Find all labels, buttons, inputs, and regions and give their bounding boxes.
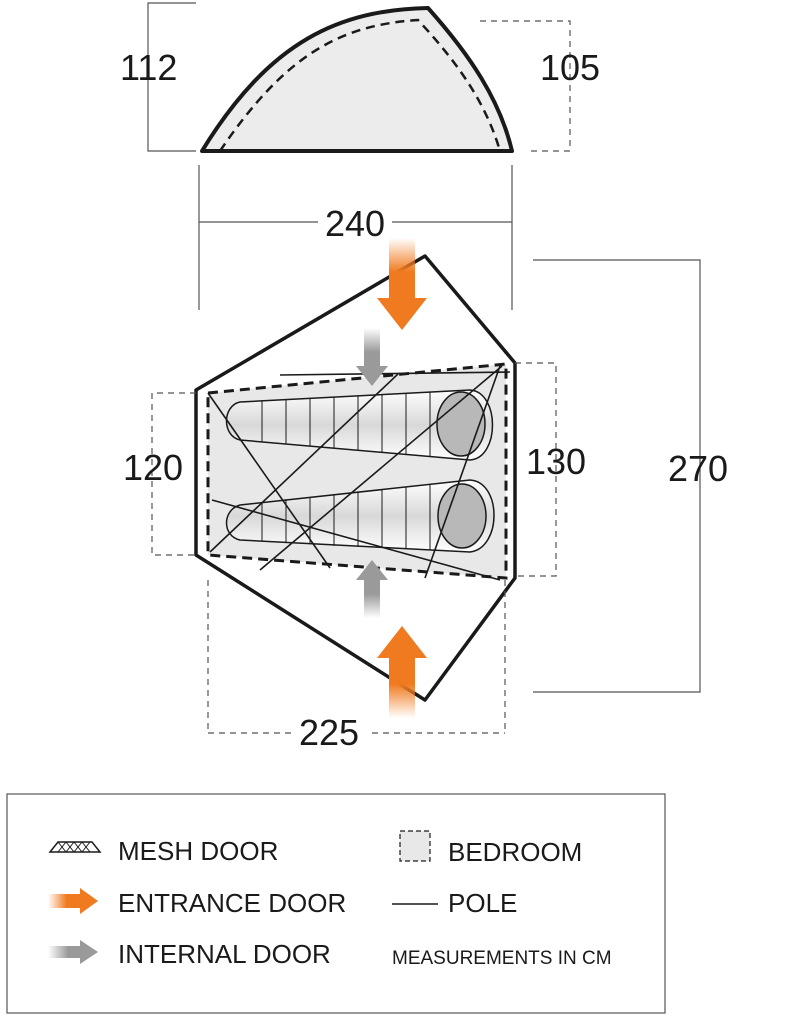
pole-6	[211, 499, 501, 581]
pole-5	[259, 365, 503, 571]
dim-label-120: 120	[123, 447, 183, 488]
mesh-door-icon	[48, 841, 102, 853]
side-inner-bedroom-line	[218, 18, 502, 152]
sleeping-bag-bottom	[225, 479, 495, 553]
bedroom-icon	[399, 830, 431, 862]
floor-plan: 120 130 270 225	[123, 238, 728, 753]
dim-bracket-225	[207, 580, 506, 734]
legend-entrance-door-label: ENTRANCE DOOR	[118, 888, 346, 918]
entrance-arrow-top	[377, 238, 427, 330]
side-elevation: 112 105	[120, 2, 600, 153]
pillow-bottom	[437, 483, 487, 549]
dim-label-270: 270	[668, 448, 728, 489]
dim-label-112: 112	[120, 47, 177, 88]
dim-label-130: 130	[526, 441, 586, 482]
internal-door-arrow-icon	[48, 940, 98, 964]
legend-pole-label: POLE	[448, 888, 517, 918]
dim-label-105: 105	[540, 47, 600, 88]
dim-bracket-270	[533, 259, 701, 693]
dim-240: 240	[198, 165, 513, 310]
internal-arrow-bottom	[356, 560, 388, 618]
side-profile-shape	[200, 6, 514, 153]
entrance-arrow-bottom	[377, 626, 427, 718]
legend-bedroom-label: BEDROOM	[448, 837, 582, 867]
legend-box	[6, 793, 666, 1014]
pole-4	[424, 365, 501, 579]
poles	[207, 365, 511, 581]
legend-units-note: MEASUREMENTS IN CM	[392, 948, 612, 969]
legend-mesh-door-label: MESH DOOR	[118, 836, 278, 866]
dim-bracket-120	[151, 392, 196, 556]
entrance-door-arrow-icon	[48, 888, 98, 914]
dim-bracket-130	[515, 362, 557, 577]
dim-bracket-112	[147, 2, 196, 152]
pole-3	[279, 371, 511, 376]
dim-label-225: 225	[299, 712, 359, 753]
legend: MESH DOOR ENTRANCE DOOR INTERNAL DOOR BE…	[6, 793, 666, 1014]
dim-label-240: 240	[325, 203, 385, 244]
dim-bracket-105	[480, 20, 571, 152]
pole-2	[209, 373, 399, 553]
legend-internal-door-label: INTERNAL DOOR	[118, 939, 331, 969]
internal-arrow-top	[356, 328, 388, 386]
pole-1	[207, 392, 331, 569]
